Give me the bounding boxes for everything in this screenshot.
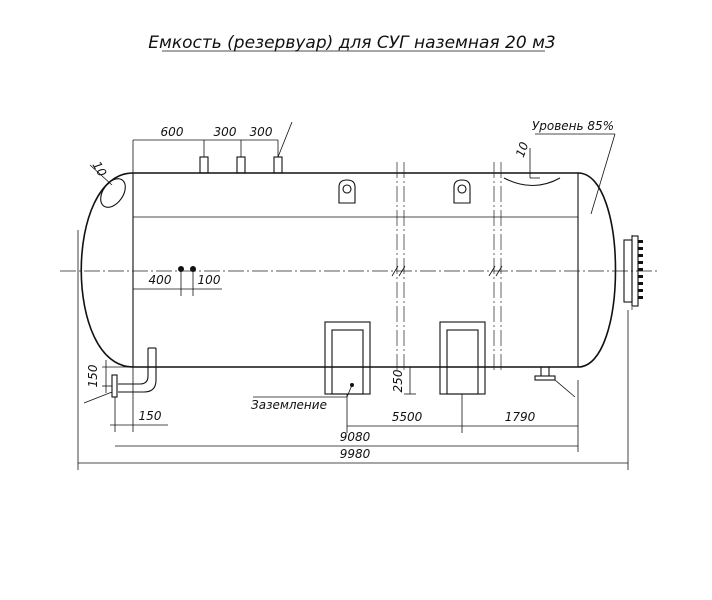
tank-body (80, 172, 617, 368)
dim-5500: 5500 (392, 410, 423, 424)
dim-1790: 1790 (505, 410, 536, 424)
grounding-label: Заземление (251, 398, 327, 412)
dim-300-a: 300 (214, 125, 237, 139)
dim-9080 (115, 433, 579, 452)
lifting-lug (453, 179, 471, 204)
dim-9080-label: 9080 (340, 430, 371, 444)
dim-drain-horizontal (110, 367, 168, 432)
dim-9980 (77, 230, 629, 470)
dim-head-left-leader (89, 164, 113, 186)
break-lines (391, 162, 503, 372)
drain-pipe (111, 347, 157, 398)
dim-150-vertical: 150 (86, 364, 100, 387)
dim-top-nozzles (132, 121, 293, 173)
dim-level (529, 133, 616, 215)
drawing-title: Емкость (резервуар) для СУГ наземная 20 … (148, 33, 555, 53)
dim-head-left-10: 10 (90, 159, 110, 180)
dim-supports (346, 379, 579, 433)
dim-fittings (133, 272, 222, 296)
saddle-support (324, 321, 371, 395)
dim-support-height (404, 366, 416, 395)
dim-drain-vertical (83, 360, 133, 404)
dim-9980-label: 9980 (340, 447, 371, 461)
dim-400: 400 (149, 273, 172, 287)
side-fittings (178, 266, 196, 272)
dim-250: 250 (391, 369, 405, 392)
dim-600: 600 (161, 125, 184, 139)
end-flange (623, 235, 643, 307)
level-label: Уровень 85% (532, 119, 614, 133)
dim-100: 100 (198, 273, 221, 287)
dim-150-horizontal: 150 (139, 409, 162, 423)
saddle-support (439, 321, 486, 395)
lifting-lug (338, 179, 356, 204)
grounding-leader (253, 383, 354, 398)
bottom-nozzle (534, 367, 556, 381)
top-nozzles (199, 156, 283, 174)
dim-head-right-10: 10 (513, 140, 532, 159)
dim-300-b: 300 (250, 125, 273, 139)
